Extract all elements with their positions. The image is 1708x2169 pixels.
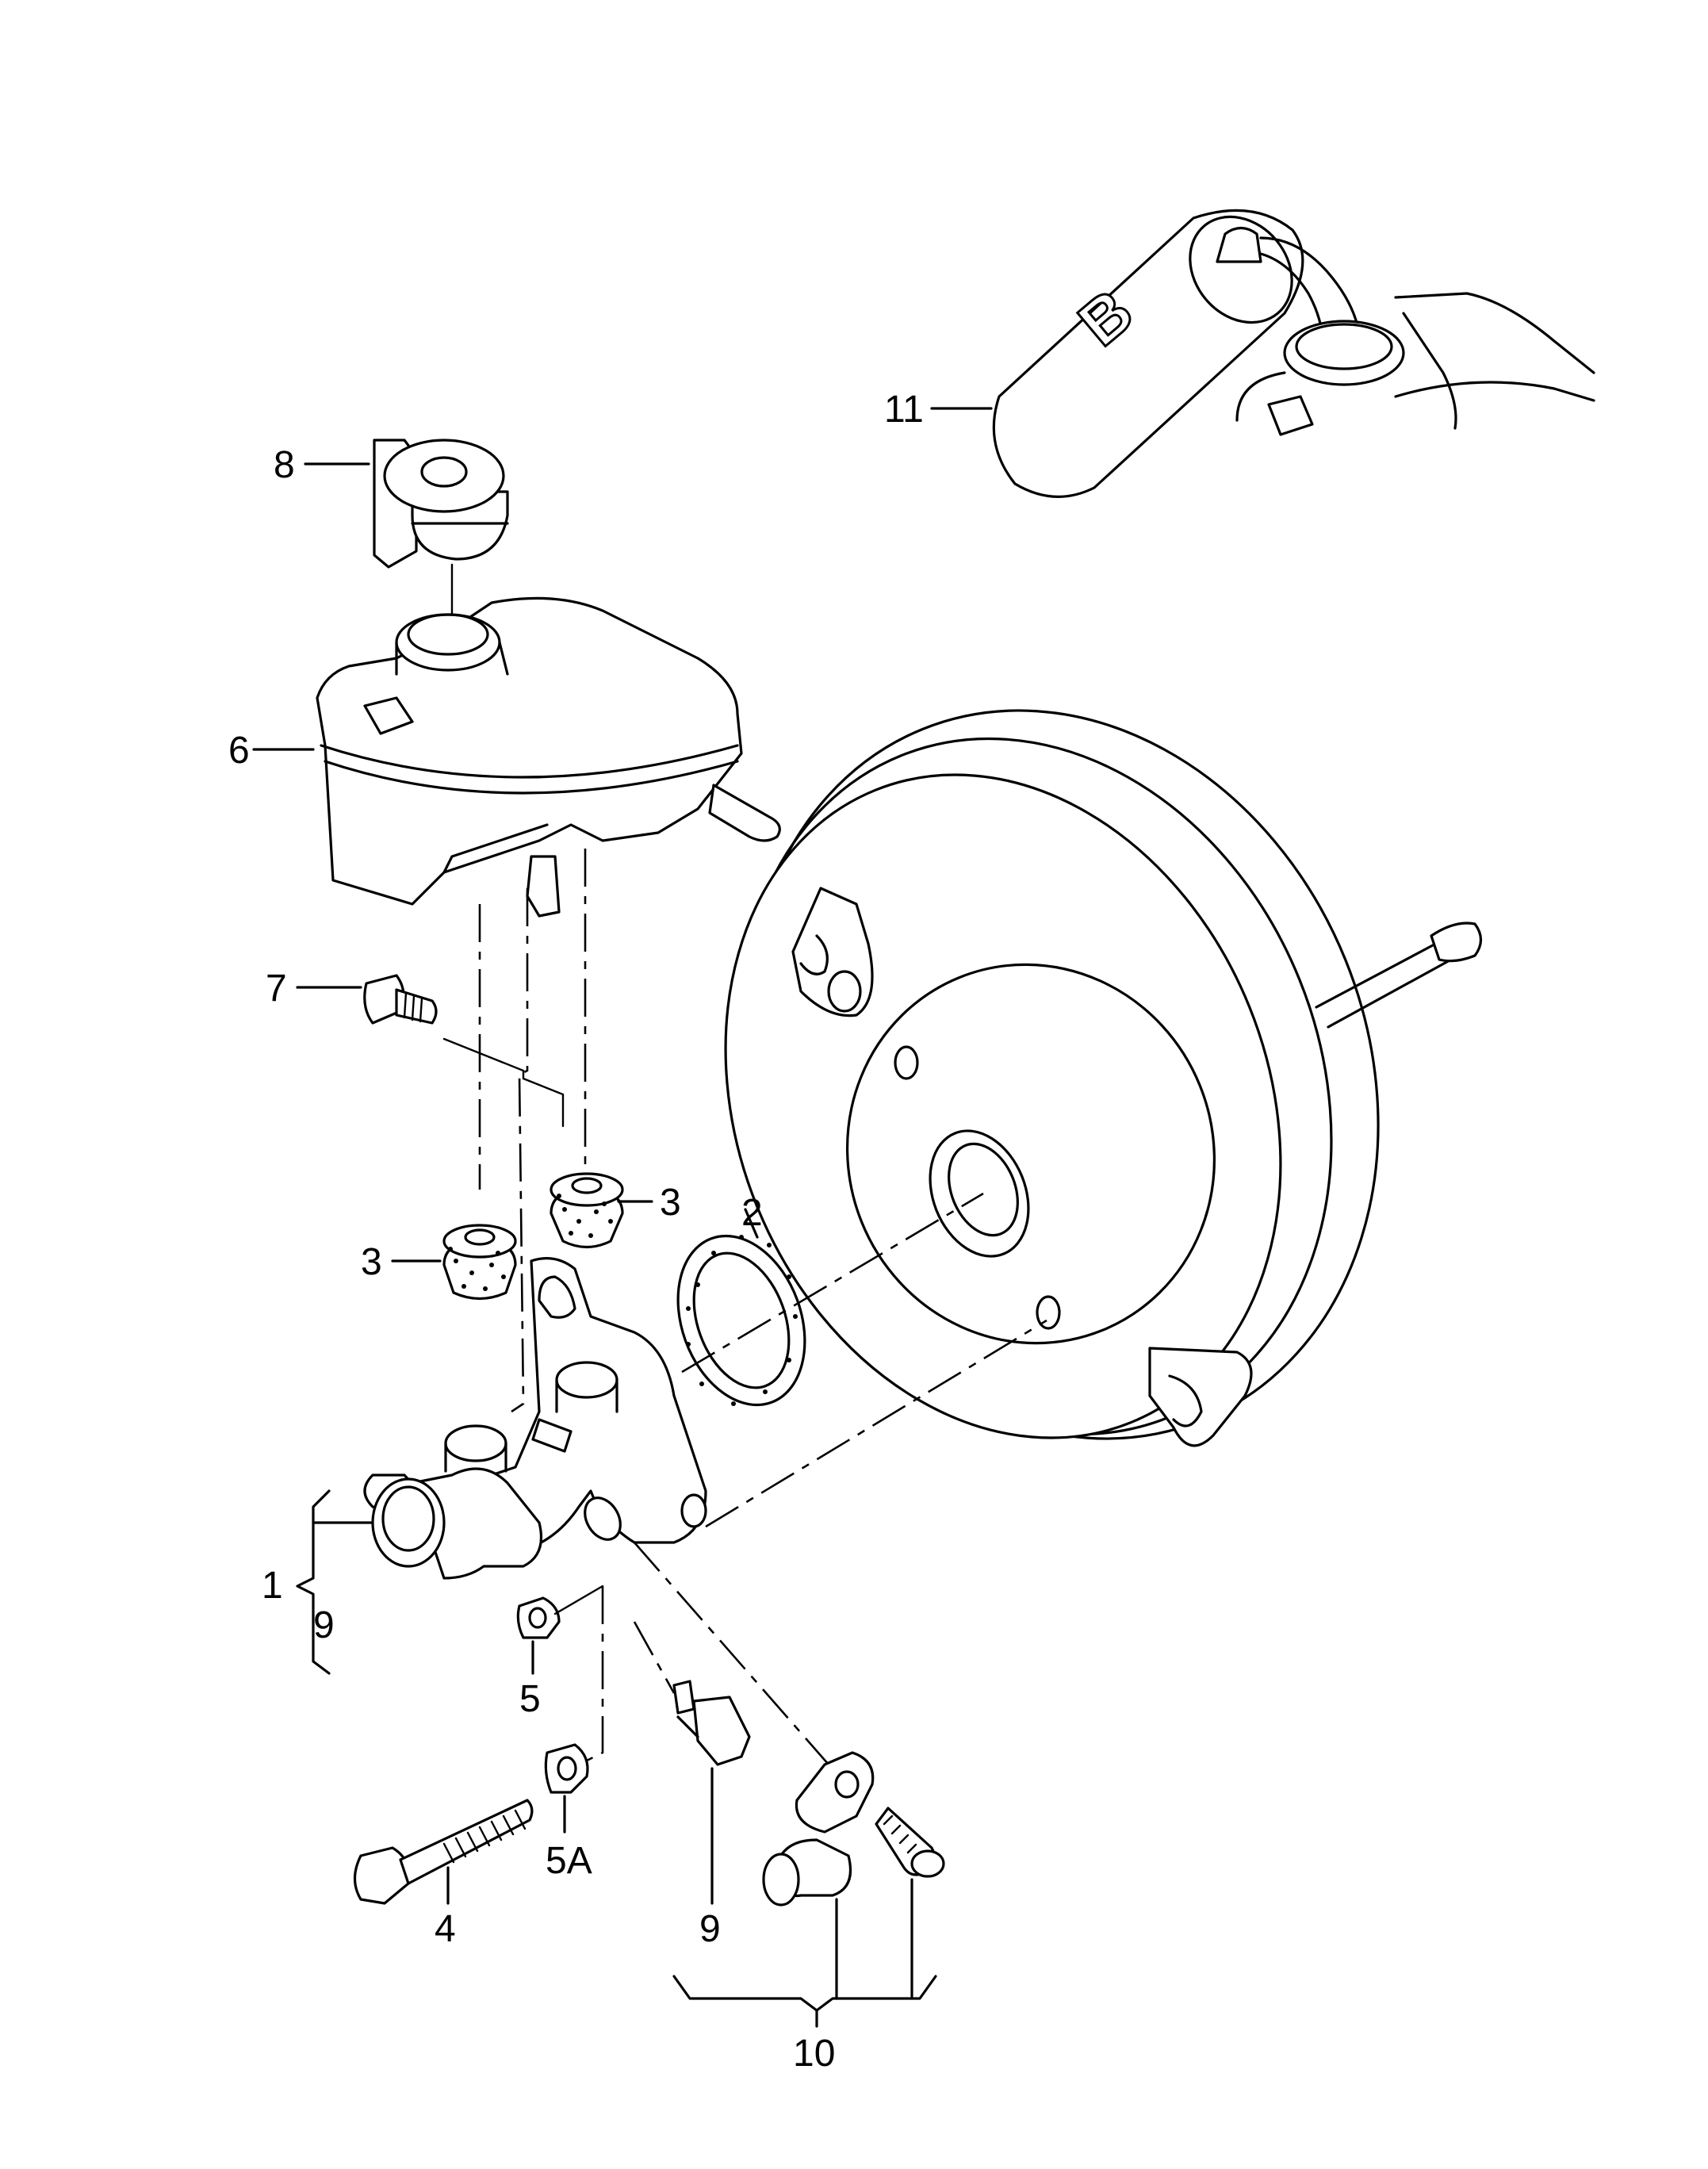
bolt-4-illustration <box>353 1799 534 1905</box>
nut-5-illustration <box>516 1596 561 1639</box>
alignment-line-upper <box>681 1192 984 1374</box>
reservoir-cap-illustration <box>373 439 509 569</box>
brake-fluid-can-illustration: B <box>992 209 1595 498</box>
bolt-7-illustration <box>363 974 438 1025</box>
grommet-upper-illustration <box>550 1172 624 1249</box>
callout-5: 5 <box>519 1678 541 1720</box>
alignment-line-lower <box>705 1319 1047 1528</box>
callout-3-lower: 3 <box>361 1241 382 1283</box>
callout-6: 6 <box>228 730 250 772</box>
nut-5-path <box>553 1585 604 1615</box>
bracket-1 <box>296 1489 331 1675</box>
callout-11: 11 <box>884 389 924 431</box>
fitting-line-10 <box>634 1542 829 1765</box>
callout-1: 1 <box>262 1565 283 1607</box>
callout-9-bracket: 9 <box>313 1604 335 1646</box>
grommet-lower-illustration <box>442 1224 517 1301</box>
callout-2: 2 <box>741 1192 763 1234</box>
nut-5a-illustration <box>544 1743 589 1794</box>
callout-5a: 5A <box>546 1840 592 1882</box>
sensor-bracket-illustration <box>762 1751 945 1906</box>
leader-2 <box>744 1208 759 1239</box>
fitting-line-5a <box>570 1586 604 1770</box>
master-cylinder-illustration <box>363 1257 707 1580</box>
brake-booster-illustration <box>724 709 1483 1447</box>
callout-4: 4 <box>435 1908 456 1950</box>
gasket-illustration <box>676 1234 806 1407</box>
callout-10: 10 <box>793 2033 835 2075</box>
fitting-line-sensor <box>633 1621 676 1694</box>
fluid-reservoir-illustration <box>316 596 781 918</box>
pressure-sensor-illustration <box>672 1680 751 1766</box>
fitting-line-mid <box>511 888 529 1413</box>
callout-7: 7 <box>266 968 287 1010</box>
callout-8: 8 <box>274 444 295 486</box>
bolt-7-path <box>442 1037 565 1128</box>
bracket-10 <box>672 1975 937 2012</box>
callout-9: 9 <box>699 1908 721 1950</box>
callout-3-upper: 3 <box>660 1182 681 1224</box>
